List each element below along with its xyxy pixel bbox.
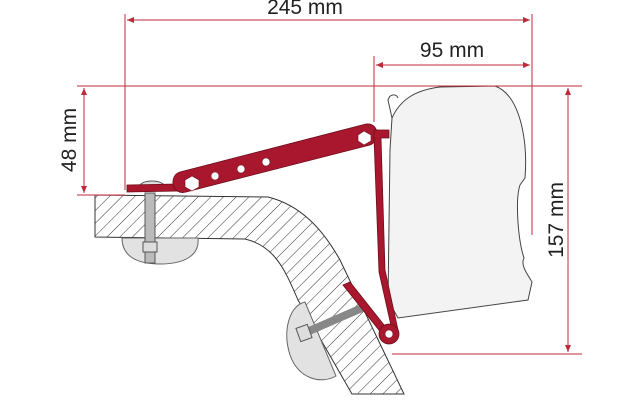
dimension-label-245: 245 mm: [267, 0, 343, 19]
dimension-label-157: 157 mm: [545, 182, 568, 258]
hex-bolt-icon: [184, 175, 200, 192]
awning-hook: [387, 94, 399, 119]
nut-top: [142, 241, 158, 253]
bolt-top: [144, 192, 156, 264]
roof-section: [94, 194, 405, 395]
dimension-label-95: 95 mm: [420, 39, 484, 62]
awning-cassette: [387, 85, 533, 319]
dimension-label-48: 48 mm: [58, 108, 81, 172]
dimension-48: 48 mm: [58, 85, 582, 196]
clamp-plate-side: [286, 301, 337, 381]
nut-side: [295, 323, 313, 343]
bolt-side: [298, 304, 364, 339]
hex-bolt-icon: [357, 130, 372, 146]
dimension-95: 95 mm: [373, 39, 530, 122]
dimension-245: 245 mm: [124, 0, 533, 235]
clamp-plate-top: [121, 237, 199, 265]
bracket-holes: [184, 130, 394, 339]
dimension-157: 157 mm: [392, 88, 582, 355]
